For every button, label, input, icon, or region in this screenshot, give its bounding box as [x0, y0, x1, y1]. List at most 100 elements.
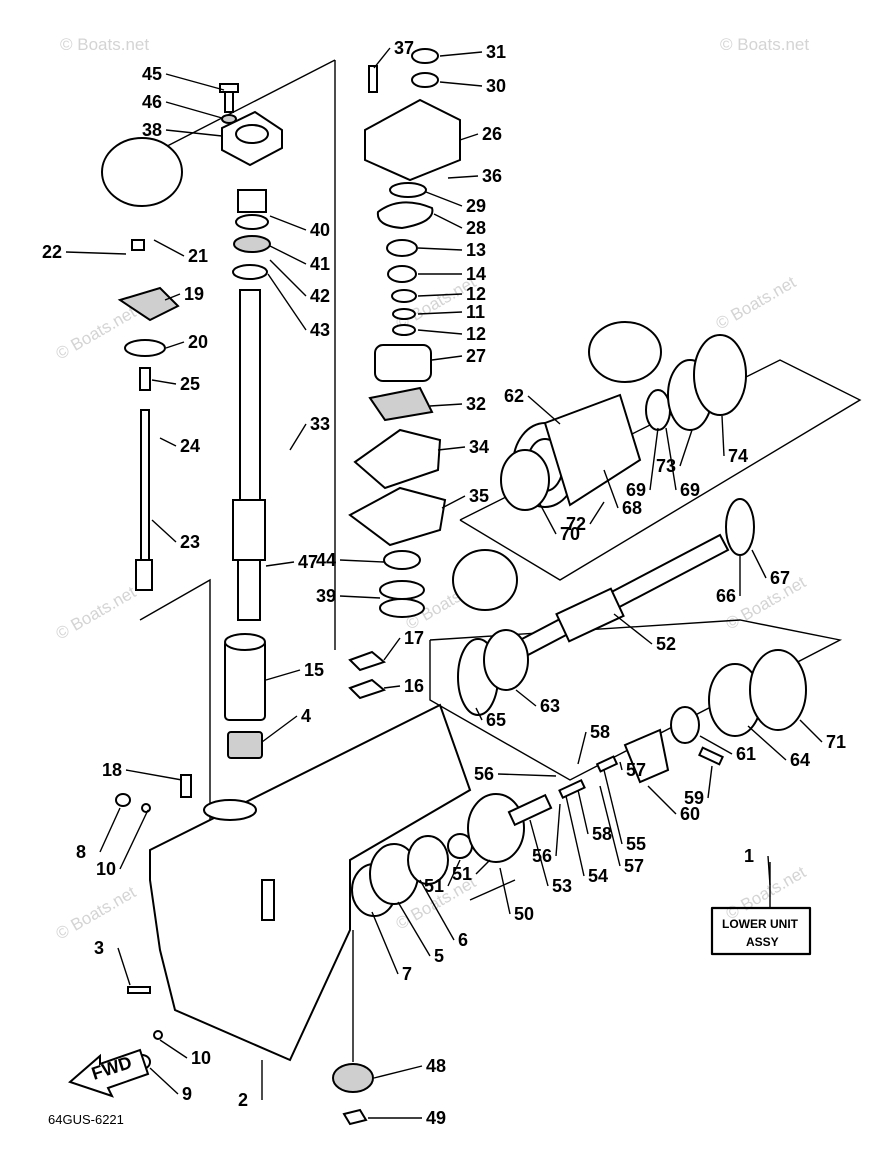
callout-69: 69 — [680, 480, 700, 500]
watermark: © Boats.net — [53, 582, 140, 643]
leader-line — [165, 129, 223, 137]
water-pump-group — [348, 48, 461, 618]
callout-25: 25 — [180, 374, 200, 394]
callout-43: 43 — [310, 320, 330, 340]
callout-20: 20 — [188, 332, 208, 352]
callout-32: 32 — [466, 394, 486, 414]
leader-line — [497, 773, 557, 777]
upper-seal-housing-group — [219, 83, 283, 167]
callout-74: 74 — [728, 446, 748, 466]
watermark: © Boats.net — [713, 272, 800, 333]
callout-34: 34 — [469, 437, 489, 457]
callout-28: 28 — [466, 218, 486, 238]
leader-line — [447, 175, 479, 179]
leader-line — [417, 293, 463, 297]
callout-46: 46 — [142, 92, 162, 112]
callout-51: 51 — [424, 876, 444, 896]
callout-48: 48 — [426, 1056, 446, 1076]
leader-line — [153, 239, 185, 257]
leader-line — [613, 613, 653, 645]
callout-72: 72 — [566, 514, 586, 534]
leader-line — [459, 133, 479, 141]
leader-line — [373, 1065, 423, 1079]
callout-31: 31 — [486, 42, 506, 62]
leader-line — [165, 73, 225, 91]
assy-label-line2: ASSY — [746, 935, 779, 949]
bushing-group — [224, 633, 266, 759]
callout-57: 57 — [624, 856, 644, 876]
callout-16: 16 — [404, 676, 424, 696]
callout-27: 27 — [466, 346, 486, 366]
watermark: © Boats.net — [53, 882, 140, 943]
leader-line — [441, 495, 466, 509]
callout-71: 71 — [826, 732, 846, 752]
leader-line — [261, 715, 298, 743]
callout-65: 65 — [486, 710, 506, 730]
callout-10: 10 — [96, 859, 116, 879]
callout-58: 58 — [592, 824, 612, 844]
pinion-group — [351, 755, 619, 917]
key-pieces — [348, 650, 387, 700]
callout-54: 54 — [588, 866, 608, 886]
callout-38: 38 — [142, 120, 162, 140]
leader-line — [767, 855, 771, 886]
watermark: © Boats.net — [60, 35, 149, 54]
leader-line — [125, 769, 183, 781]
shift-rod-group — [117, 159, 180, 591]
leader-line — [383, 685, 401, 689]
callout-69: 69 — [626, 480, 646, 500]
leader-line — [599, 785, 621, 867]
clutch-group — [623, 649, 807, 784]
leader-line — [799, 719, 823, 743]
callout-68: 68 — [622, 498, 642, 518]
callout-21: 21 — [188, 246, 208, 266]
leader-line — [371, 911, 399, 975]
callout-18: 18 — [102, 760, 122, 780]
leader-line — [164, 293, 181, 301]
callout-13: 13 — [466, 240, 486, 260]
leader-line — [373, 47, 391, 69]
callout-22: 22 — [42, 242, 62, 262]
callout-1: 1 — [744, 846, 754, 866]
leader-line — [647, 785, 677, 815]
leader-line — [383, 637, 401, 661]
leader-lines — [65, 47, 823, 1119]
callout-4: 4 — [301, 706, 311, 726]
callout-60: 60 — [680, 804, 700, 824]
leader-line — [475, 859, 491, 875]
leader-line — [565, 795, 585, 877]
leader-line — [65, 251, 127, 255]
leader-line — [439, 51, 483, 57]
callout-33: 33 — [310, 414, 330, 434]
callout-64: 64 — [790, 750, 810, 770]
callout-14: 14 — [466, 264, 486, 284]
propeller-shaft — [518, 533, 730, 657]
leader-line — [439, 81, 483, 87]
leader-line — [269, 245, 307, 265]
assy-label-line1: LOWER UNIT — [722, 917, 799, 931]
leader-line — [747, 725, 787, 761]
leader-line — [339, 595, 381, 599]
leader-line — [267, 273, 307, 331]
callout-73: 73 — [656, 456, 676, 476]
callout-8: 8 — [76, 842, 86, 862]
callout-57: 57 — [626, 760, 646, 780]
callout-63: 63 — [540, 696, 560, 716]
callout-50: 50 — [514, 904, 534, 924]
leader-line — [417, 247, 463, 251]
leader-line — [429, 403, 463, 407]
leader-line — [707, 765, 713, 799]
leader-line — [751, 549, 767, 579]
leader-line — [619, 761, 623, 771]
leader-line — [99, 807, 121, 853]
callout-41: 41 — [310, 254, 330, 274]
gearcase-body — [149, 703, 472, 1062]
callout-10: 10 — [191, 1048, 211, 1068]
callout-42: 42 — [310, 286, 330, 306]
leader-line — [527, 395, 561, 425]
leader-line — [269, 215, 307, 231]
leader-line — [269, 259, 307, 297]
leader-line — [499, 867, 511, 915]
callout-56: 56 — [474, 764, 494, 784]
leader-line — [437, 446, 466, 451]
